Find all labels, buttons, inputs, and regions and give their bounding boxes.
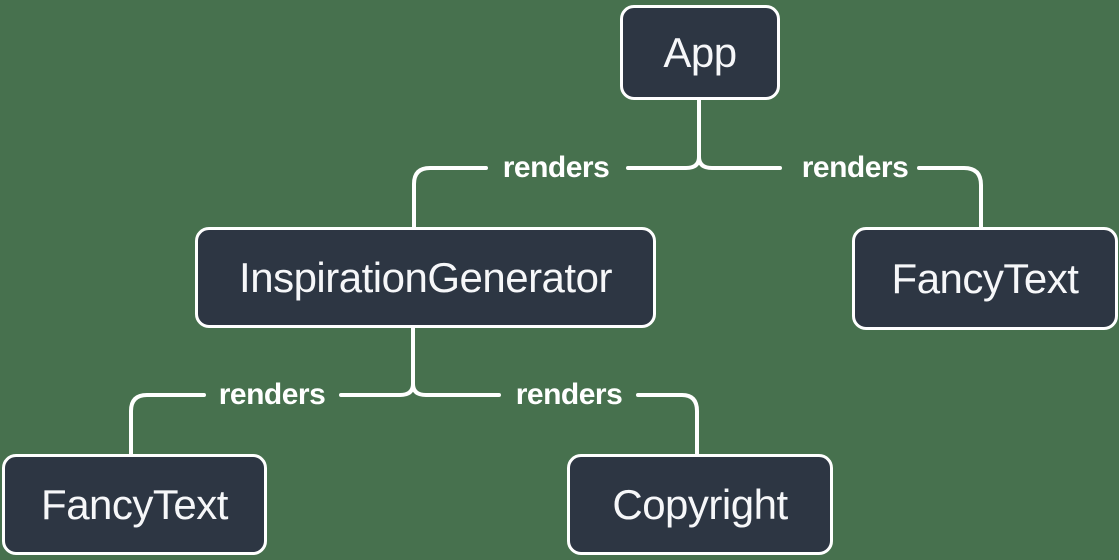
edge-app-to-fancytext-inner [697,155,782,170]
node-inspirationgenerator: InspirationGenerator [195,227,656,328]
edge-app-to-inspirationgenerator-inner [626,155,701,170]
edge-inspirationgenerator-to-copyright-inner [411,382,501,397]
edge-app-to-fancytext-outer [917,166,983,229]
edge-label-app-fancytext: renders [801,151,909,184]
edge-label-inspirationgenerator-fancytext: renders [218,378,326,411]
node-app: App [620,5,780,100]
edge-inspirationgenerator-to-fancytext-inner [339,382,415,397]
edge-app-to-inspirationgenerator-outer [412,166,488,229]
node-fancytext-bottom: FancyText [2,454,267,555]
edge-label-app-inspirationgenerator: renders [502,151,610,184]
node-fancytext-top: FancyText [852,227,1118,330]
edge-label-inspirationgenerator-copyright: renders [515,378,623,411]
edge-inspirationgenerator-to-copyright-outer [636,393,699,456]
edge-inspirationgenerator-to-fancytext-outer [129,393,206,456]
node-copyright: Copyright [567,454,833,555]
